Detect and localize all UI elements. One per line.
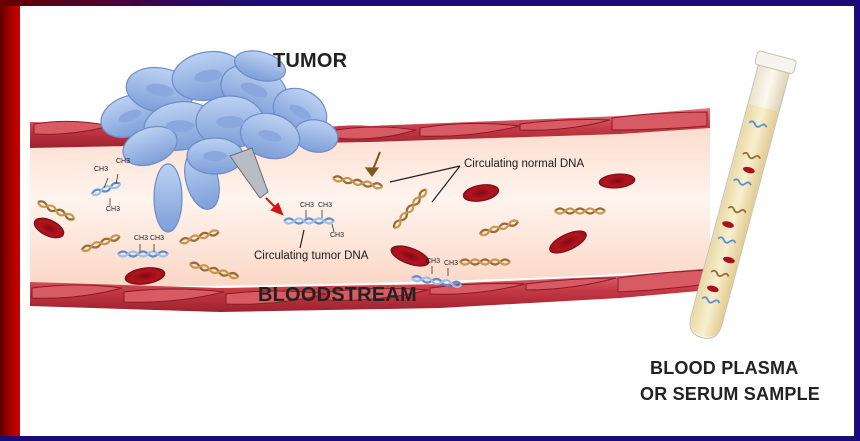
methyl-label: CH3 (330, 232, 344, 239)
methyl-label: CH3 (318, 202, 332, 209)
tumor-label: TUMOR (273, 50, 347, 73)
illustration-canvas: TUMOR BLOODSTREAM Circulating normal DNA… (20, 6, 854, 436)
sample-label-line2: OR SERUM SAMPLE (640, 384, 820, 405)
normal-dna-label: Circulating normal DNA (464, 158, 584, 170)
methyl-label: CH3 (444, 260, 458, 267)
methyl-label: CH3 (300, 202, 314, 209)
frame-left-border (0, 0, 20, 441)
tumor-dna-label: Circulating tumor DNA (254, 250, 368, 262)
methyl-label: CH3 (106, 206, 120, 213)
bloodstream-label: BLOODSTREAM (258, 284, 417, 307)
methyl-label: CH3 (94, 166, 108, 173)
frame-bottom-border (0, 436, 860, 441)
methyl-label: CH3 (150, 235, 164, 242)
methyl-label: CH3 (134, 235, 148, 242)
methyl-label: CH3 (116, 158, 130, 165)
frame-right-border (854, 0, 860, 441)
methyl-label: CH3 (426, 258, 440, 265)
sample-label-line1: BLOOD PLASMA (650, 358, 798, 379)
